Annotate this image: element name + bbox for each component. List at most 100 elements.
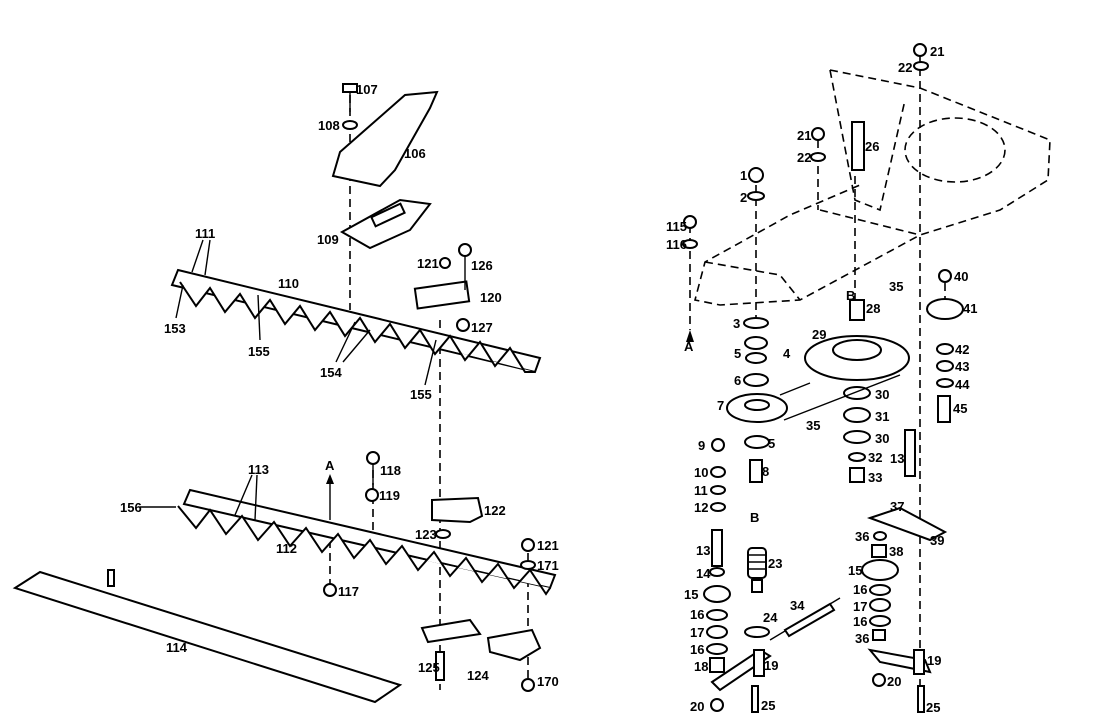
label-16b: 16 <box>690 642 704 657</box>
label-22a: 22 <box>898 60 912 75</box>
plate-124a <box>420 618 482 644</box>
nut-40 <box>938 269 952 283</box>
washer-116 <box>682 239 698 249</box>
label-170: 170 <box>537 674 559 689</box>
label-155b: 155 <box>410 387 432 402</box>
bolt-107 <box>342 83 358 112</box>
label-30b: 30 <box>875 431 889 446</box>
label-34: 34 <box>790 598 805 613</box>
label-29: 29 <box>812 327 826 342</box>
label-126: 126 <box>471 258 493 273</box>
plate-124b <box>486 628 542 662</box>
nut-21 <box>811 127 825 141</box>
bolt-13 <box>711 529 723 567</box>
label-42: 42 <box>955 342 969 357</box>
label-107: 107 <box>356 82 378 97</box>
right-drive-assembly: 21 22 21 22 26 1 2 115 116 A 3 5 4 6 7 9… <box>666 43 1051 715</box>
bearing-5b <box>744 435 770 449</box>
ring-4 <box>745 352 767 364</box>
label-17b: 17 <box>853 599 867 614</box>
label-36b: 36 <box>855 631 869 646</box>
label-14: 14 <box>696 566 711 581</box>
left-cutter-assembly: 107 108 106 109 111 110 153 155 154 155 … <box>12 82 559 704</box>
label-6: 6 <box>734 373 741 388</box>
pin-19b <box>913 649 925 675</box>
clamp-120 <box>413 280 471 310</box>
bolt-26 <box>851 121 865 171</box>
label-154: 154 <box>320 365 342 380</box>
guide-122 <box>431 496 484 524</box>
label-12: 12 <box>694 500 708 515</box>
label-8: 8 <box>762 464 769 479</box>
washer-44 <box>936 378 954 388</box>
washer-30b <box>843 430 871 444</box>
label-45: 45 <box>953 401 967 416</box>
ring-17 <box>706 625 728 639</box>
bracket-37 <box>866 506 948 542</box>
pin-114 <box>107 569 115 587</box>
washer-42 <box>936 343 954 355</box>
label-44: 44 <box>955 377 970 392</box>
label-36a: 36 <box>855 529 869 544</box>
label-119: 119 <box>379 488 400 503</box>
label-109: 109 <box>317 232 339 247</box>
label-7: 7 <box>717 398 724 413</box>
label-18: 18 <box>694 659 708 674</box>
pin-19 <box>753 649 765 677</box>
nut-9 <box>711 438 725 452</box>
belt-35 <box>779 382 811 396</box>
label-B-bottom: B <box>750 510 759 525</box>
spacer-38 <box>871 544 887 558</box>
label-153: 153 <box>164 321 186 336</box>
knife-bar-110 <box>170 239 542 386</box>
washer-22 <box>810 152 826 162</box>
label-13a: 13 <box>890 451 904 466</box>
label-19a: 19 <box>764 658 778 673</box>
label-B-top: B <box>846 288 855 303</box>
label-112: 112 <box>276 541 297 556</box>
cover-strip-114 <box>12 570 403 704</box>
washer-43 <box>936 360 954 372</box>
label-110: 110 <box>278 276 299 291</box>
spacer-28 <box>849 299 865 321</box>
washer-24 <box>744 626 770 638</box>
label-35b: 35 <box>806 418 820 433</box>
nut-127 <box>456 318 470 332</box>
label-21b: 21 <box>797 128 811 143</box>
label-122: 122 <box>484 503 506 518</box>
label-123: 123 <box>415 527 437 542</box>
washer-16c <box>869 584 891 596</box>
nut-33 <box>849 467 865 483</box>
label-11: 11 <box>694 483 708 498</box>
bolt-125 <box>435 651 445 681</box>
label-113: 113 <box>248 462 269 477</box>
label-24: 24 <box>763 610 778 625</box>
label-A-left: A <box>325 458 335 473</box>
screw-121 <box>439 257 451 269</box>
label-17a: 17 <box>690 625 704 640</box>
bolt-13-right <box>904 429 916 477</box>
label-127: 127 <box>471 320 493 335</box>
label-2: 2 <box>740 190 747 205</box>
label-22b: 22 <box>797 150 811 165</box>
label-23: 23 <box>768 556 782 571</box>
label-9: 9 <box>698 438 705 453</box>
washer-2 <box>747 191 765 201</box>
washer-30 <box>843 386 871 400</box>
pulley-41 <box>926 298 964 320</box>
label-31: 31 <box>875 409 889 424</box>
label-116: 116 <box>666 237 687 252</box>
washer-14 <box>709 567 725 577</box>
screw-121b <box>521 538 535 552</box>
washer-108 <box>342 120 358 130</box>
washer-16d <box>869 615 891 627</box>
bolt-25b <box>917 685 925 713</box>
nut-20b <box>872 673 886 687</box>
label-16d: 16 <box>853 614 867 629</box>
nut-1 <box>748 167 764 183</box>
nut-21-top <box>913 43 927 57</box>
label-16a: 16 <box>690 607 704 622</box>
label-106: 106 <box>404 146 426 161</box>
label-3: 3 <box>733 316 740 331</box>
washer-32 <box>848 452 866 462</box>
